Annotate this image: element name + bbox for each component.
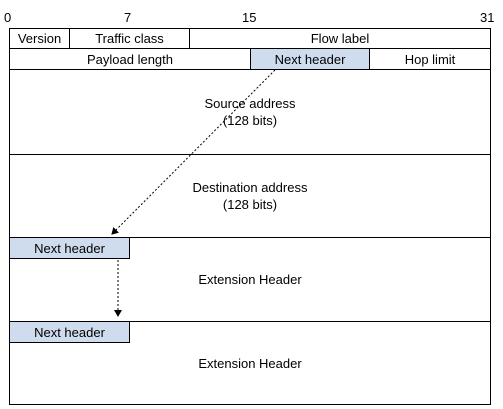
bit-tick-0: 0 [4,10,12,25]
extension-header-2-label: Extension Header [198,355,302,371]
extension-1-next-header-label: Next header [34,240,105,256]
traffic-class-label: Traffic class [95,31,164,46]
hop-limit-label: Hop limit [404,51,456,67]
source-address-title: Source address [204,96,296,111]
extension-1-next-header: Next header [9,237,130,259]
bit-tick-7: 7 [124,10,132,25]
flow-label-field: Flow label [189,28,491,49]
next-header-label: Next header [274,51,346,67]
destination-address-size: (128 bits) [222,197,278,212]
next-header-pointer-arrow [111,69,276,235]
source-address-size: (128 bits) [222,113,278,128]
version-label: Version [17,31,62,46]
bit-tick-31: 31 [480,10,495,25]
extension-2-next-header-label: Next header [34,324,105,340]
source-address-field: Source address (128 bits) [9,69,491,155]
hop-limit-field: Hop limit [369,48,491,70]
bit-tick-15: 15 [242,10,257,25]
extension-header-1-label: Extension Header [198,272,302,287]
destination-address-title: Destination address [192,180,308,195]
payload-length-label: Payload length [86,51,173,67]
version-field: Version [9,28,70,49]
flow-label-label: Flow label [310,31,370,46]
extension-2-next-header: Next header [9,321,130,343]
